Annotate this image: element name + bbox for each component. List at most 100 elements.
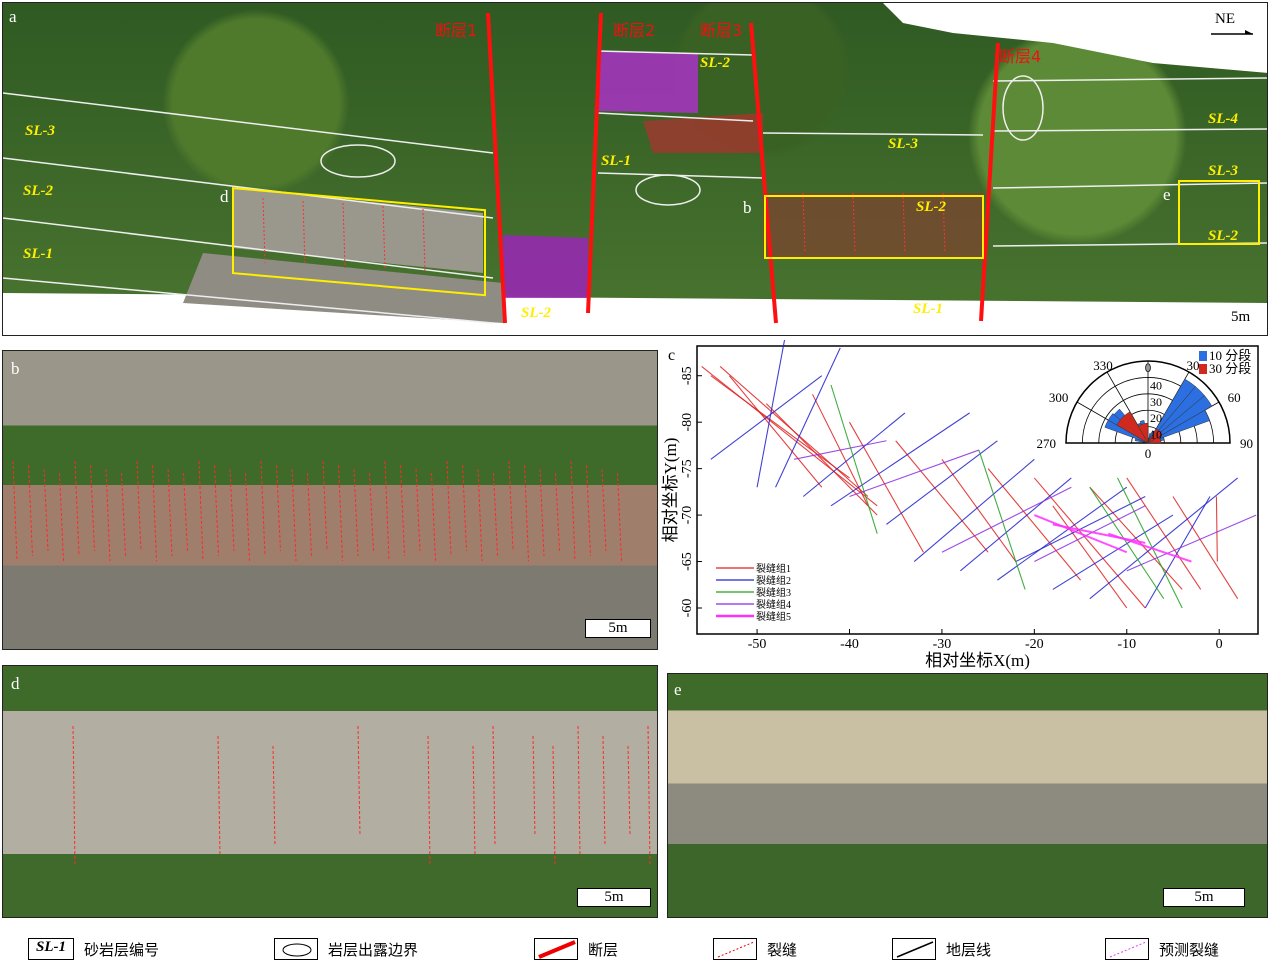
fracture-trace bbox=[272, 745, 276, 847]
fracture-segment-group3 bbox=[1117, 477, 1183, 609]
x-tick-label: -40 bbox=[840, 637, 859, 652]
boundary-swatch-icon bbox=[274, 938, 318, 960]
rose-radial-label: 30 bbox=[1150, 395, 1162, 409]
rose-angle-label: 270 bbox=[1037, 436, 1057, 451]
fracture-trace bbox=[400, 464, 405, 557]
fracture-trace bbox=[431, 472, 436, 562]
rose-petal-30deg bbox=[1137, 423, 1149, 444]
panel-c-label: c bbox=[668, 347, 675, 364]
fracture-trace bbox=[415, 468, 421, 552]
fracture-trace bbox=[552, 745, 556, 867]
panel-a-scale: 5m bbox=[1231, 309, 1251, 325]
rose-radial-label: 10 bbox=[1150, 428, 1162, 442]
fracture-segment-group2 bbox=[960, 477, 1072, 572]
y-tick-label: -80 bbox=[680, 413, 695, 432]
fracture-trace bbox=[647, 725, 651, 867]
rose-angle-label: 0 bbox=[1145, 446, 1152, 461]
fracture-segment-group1 bbox=[987, 468, 1081, 581]
layer-label: SL-1 bbox=[913, 301, 943, 317]
rose-legend-swatch bbox=[1199, 364, 1207, 374]
fracture-trace bbox=[43, 468, 49, 552]
rose-petal-10deg bbox=[1147, 409, 1210, 444]
y-tick-label: -70 bbox=[680, 506, 695, 525]
x-tick-label: -50 bbox=[748, 637, 767, 652]
fault-label: 断层1 bbox=[435, 21, 478, 40]
fracture-trace bbox=[260, 460, 266, 557]
fracture-trace bbox=[245, 472, 250, 562]
north-arrow-label: NE bbox=[1215, 11, 1235, 27]
fracture-segment-group4 bbox=[793, 440, 887, 460]
fault-swatch-icon bbox=[534, 938, 578, 960]
fracture-segment-group1 bbox=[710, 375, 850, 479]
fracture-segment-group1 bbox=[1126, 477, 1202, 590]
fracture-trace bbox=[446, 460, 452, 557]
fracture-segment-group1 bbox=[849, 421, 924, 553]
legend-label: 裂缝 bbox=[767, 940, 798, 959]
legend-boundary: 岩层出露边界 bbox=[274, 936, 418, 962]
panel-d-label: d bbox=[11, 674, 20, 693]
y-tick-label: -65 bbox=[680, 552, 695, 571]
fracture-trace bbox=[276, 464, 281, 552]
fracture-segment-group1 bbox=[728, 375, 823, 488]
fracture-trace bbox=[602, 735, 606, 847]
fracture-trace bbox=[508, 460, 514, 552]
fault-label: 断层4 bbox=[999, 47, 1042, 66]
fracture-trace bbox=[74, 460, 80, 557]
legend-entry: 裂缝组5 bbox=[756, 610, 791, 623]
fracture-trace bbox=[121, 472, 126, 557]
fracture-segment-group1 bbox=[1033, 477, 1146, 609]
layer-label: SL-2 bbox=[521, 305, 551, 321]
fracture-segment-group1 bbox=[1215, 496, 1218, 562]
x-tick-label: 0 bbox=[1216, 637, 1223, 652]
fracture-segment-group2 bbox=[802, 412, 906, 497]
layer-id-swatch: SL-1 bbox=[28, 938, 74, 960]
fracture-trace bbox=[59, 472, 64, 562]
layer-label: SL-3 bbox=[25, 123, 55, 139]
fracture-trace bbox=[72, 725, 76, 867]
fracture-trace bbox=[12, 460, 18, 562]
layer-label: SL-1 bbox=[601, 153, 631, 169]
rose-angle-label: 60 bbox=[1228, 390, 1241, 405]
fracture-trace bbox=[477, 468, 483, 562]
fracture-trace bbox=[136, 460, 142, 552]
legend-fault: 断层 bbox=[534, 936, 618, 962]
legend-entry: 裂缝组2 bbox=[756, 574, 791, 587]
fracture-trace bbox=[90, 464, 95, 552]
fracture-trace bbox=[353, 468, 359, 557]
panel-b-photo: b 5m bbox=[2, 350, 658, 650]
y-axis-label: 相对坐标Y(m) bbox=[661, 438, 680, 543]
predicted-fracture-swatch-icon bbox=[1105, 938, 1149, 960]
subpanel-ref-label: b bbox=[743, 198, 752, 217]
layer-label: SL-3 bbox=[888, 136, 918, 152]
rose-legend-entry: 10 分段 bbox=[1209, 348, 1251, 363]
fracture-segment-group1 bbox=[895, 440, 989, 553]
x-tick-label: -20 bbox=[1025, 637, 1044, 652]
fracture-segment-group3 bbox=[978, 449, 1026, 590]
strata-line-swatch-icon bbox=[892, 938, 936, 960]
fracture-segment-group4 bbox=[849, 449, 980, 498]
legend-label: 砂岩层编号 bbox=[84, 940, 160, 959]
fracture-segment-group2 bbox=[997, 486, 1128, 581]
y-tick-label: -75 bbox=[680, 459, 695, 478]
legend-layer-id: SL-1 砂岩层编号 bbox=[28, 936, 159, 962]
legend-predicted-fracture: 预测裂缝 bbox=[1105, 936, 1219, 962]
layer-label: SL-2 bbox=[916, 199, 946, 215]
panel-e-scale: 5m bbox=[1163, 888, 1245, 907]
fracture-trace bbox=[570, 460, 576, 562]
panel-b-label: b bbox=[11, 359, 20, 378]
layer-label: SL-2 bbox=[700, 55, 730, 71]
rose-radial-label: 20 bbox=[1150, 411, 1162, 425]
fracture-trace bbox=[524, 464, 529, 562]
fracture-trace bbox=[586, 464, 591, 557]
rose-petal-30deg bbox=[1147, 436, 1162, 444]
rose-angle-label: 90 bbox=[1240, 436, 1253, 451]
fracture-trace bbox=[338, 464, 343, 562]
y-tick-label: -60 bbox=[680, 599, 695, 618]
fracture-trace bbox=[214, 464, 219, 557]
legend-strata-line: 地层线 bbox=[892, 936, 991, 962]
layer-label: SL-4 bbox=[1208, 111, 1238, 127]
fracture-trace bbox=[617, 472, 622, 562]
fracture-segment-group2 bbox=[1144, 496, 1211, 609]
fracture-segment-group2 bbox=[756, 338, 786, 488]
